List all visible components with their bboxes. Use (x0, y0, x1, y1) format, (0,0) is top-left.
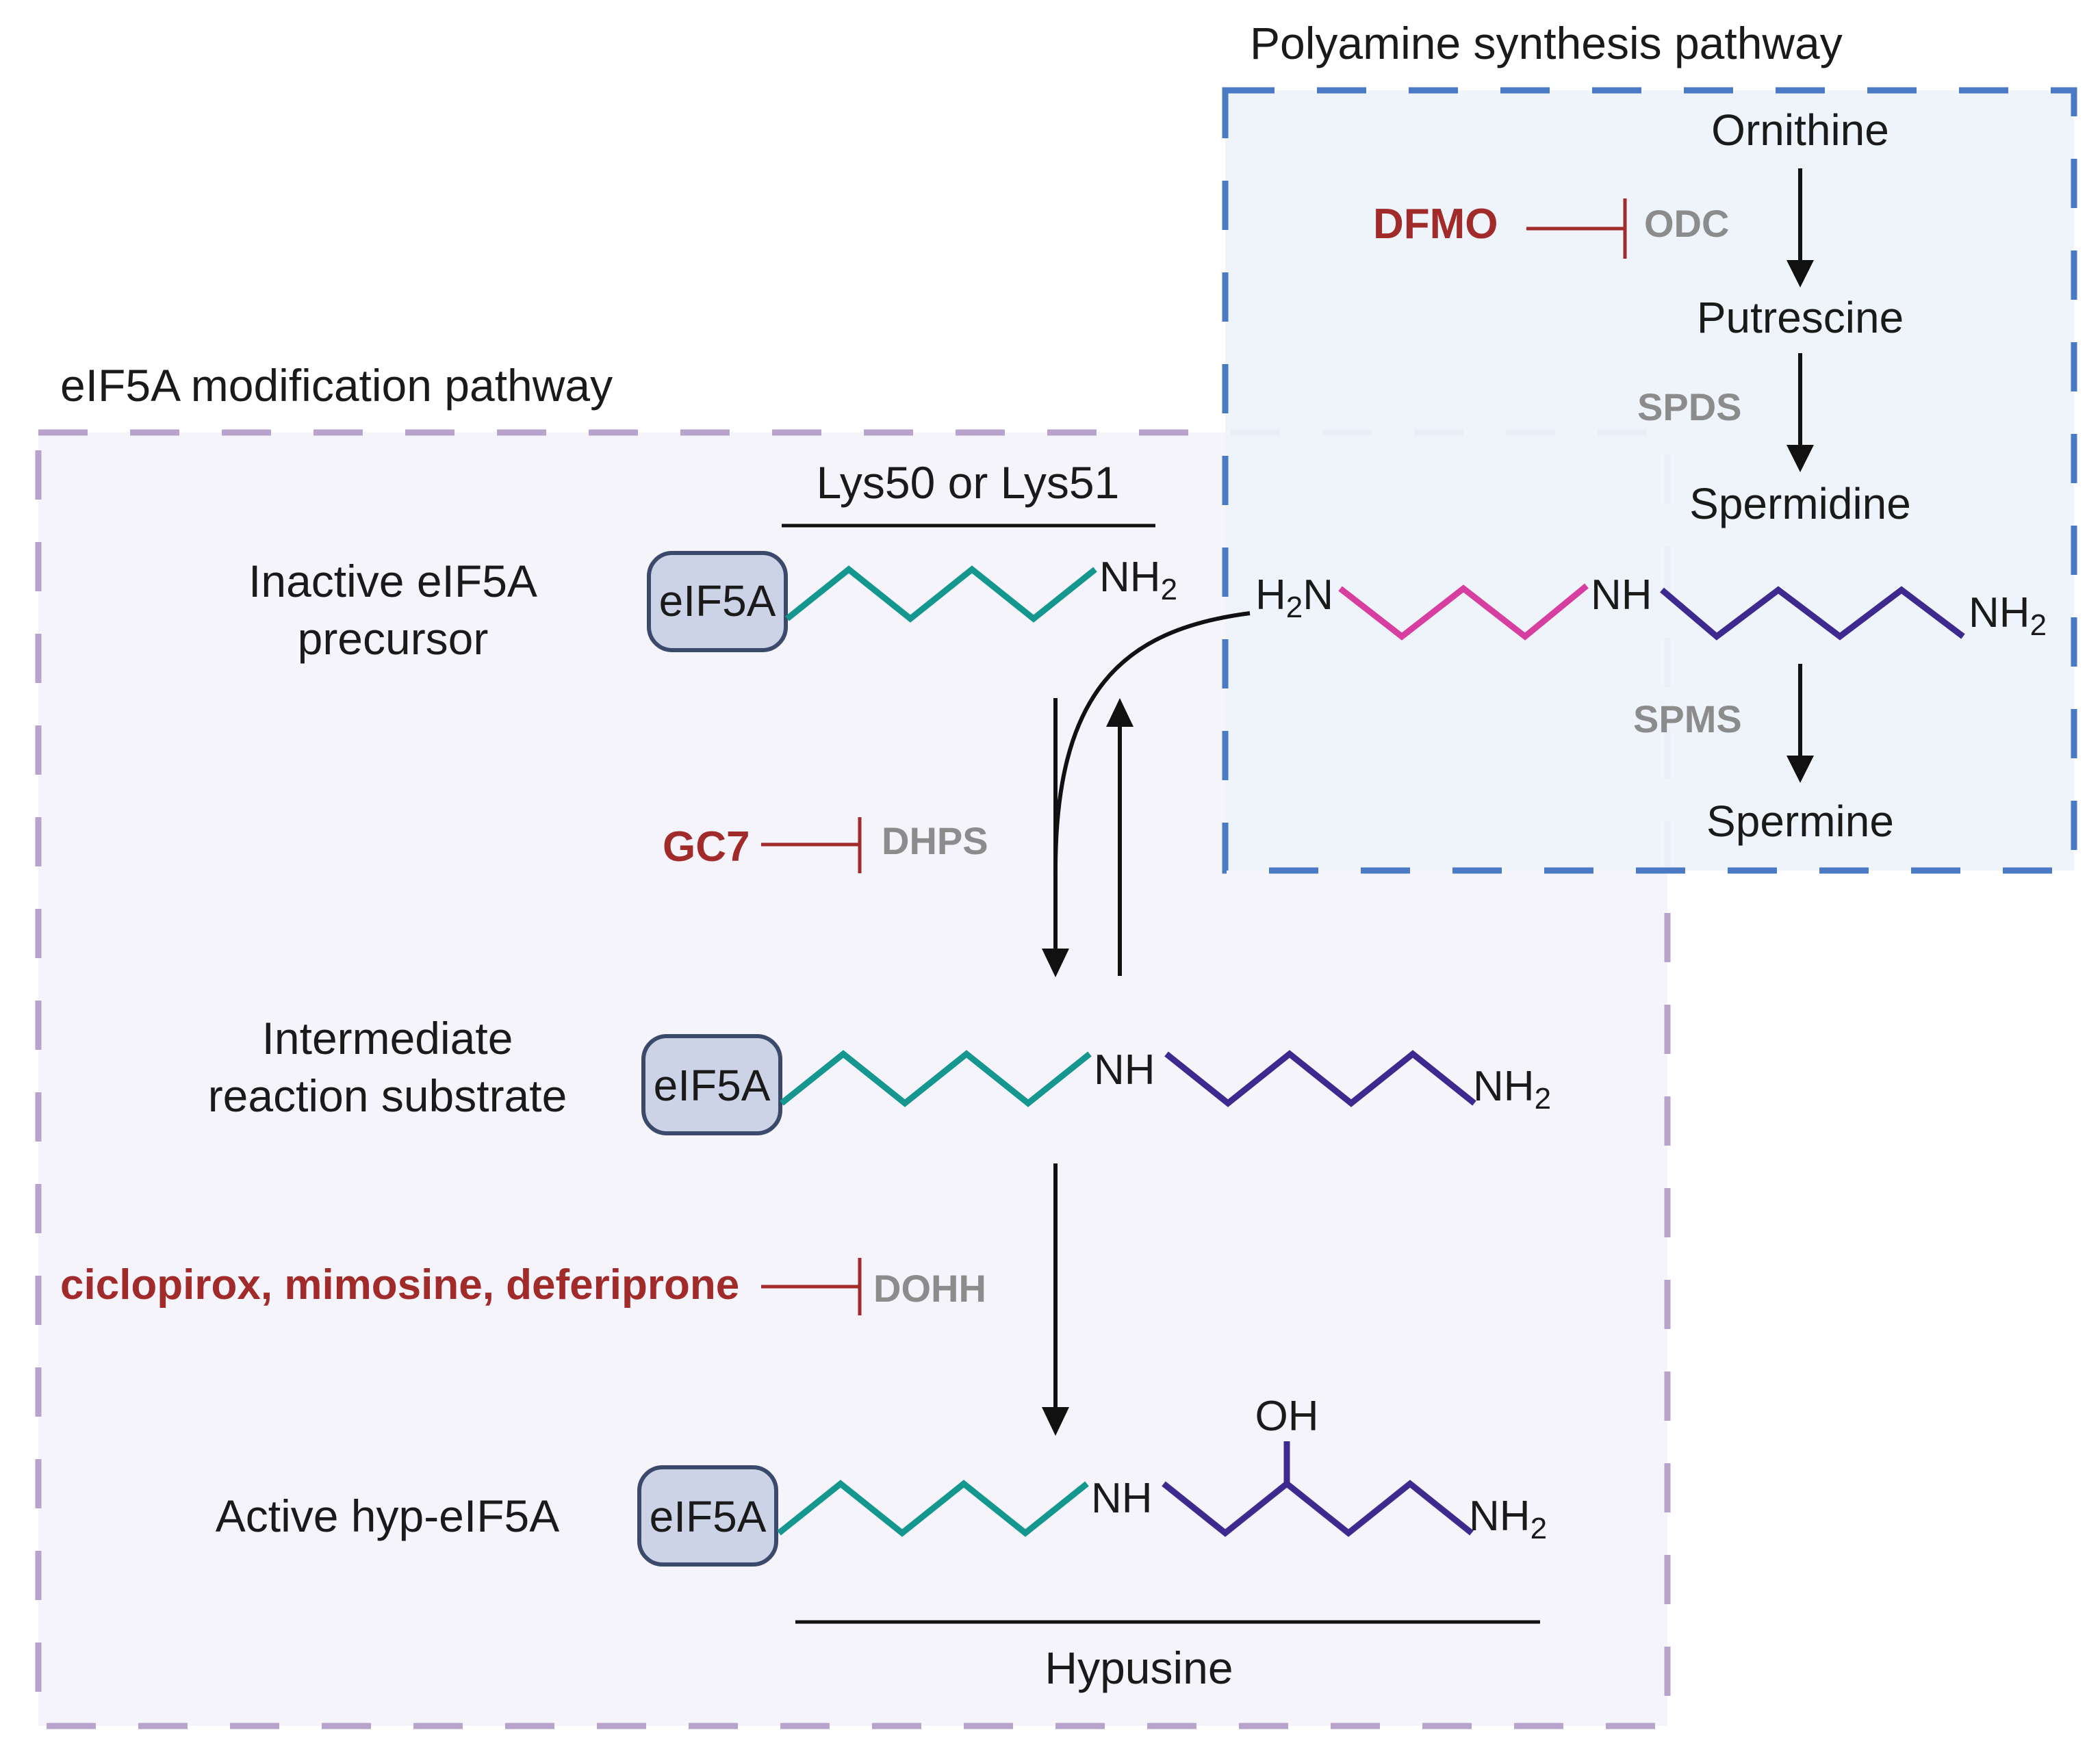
row2-deoxyhypusine-chain (1164, 1050, 1476, 1107)
spms-enzyme-label: SPMS (1633, 697, 1742, 740)
lys-label: Lys50 or Lys51 (817, 457, 1120, 508)
row2-label-line2: reaction substrate (208, 1070, 567, 1121)
ornithine-label: Ornithine (1711, 105, 1889, 155)
dohh-enzyme-label: DOHH (873, 1267, 986, 1310)
row1-lysine-chain (785, 565, 1097, 623)
arrow-up-dhps (1106, 698, 1134, 976)
row1-label-line2: precursor (298, 613, 489, 664)
row3-nh: NH (1091, 1475, 1153, 1522)
row2-eif5a-protein-label: eIF5A (654, 1061, 771, 1110)
row2-nh2: NH2 (1473, 1063, 1551, 1116)
row1-eif5a-protein-label: eIF5A (659, 576, 776, 626)
row2-lysine-chain (780, 1050, 1092, 1107)
row3-nh2: NH2 (1469, 1493, 1547, 1545)
arrow-putrescine-to-spermidine (1787, 353, 1814, 472)
row3-lysine-chain (777, 1480, 1089, 1537)
spermidine-purple-chain (1660, 586, 1965, 641)
polyamine-pathway-box (1222, 87, 2077, 874)
gc7-inhibition-line (761, 817, 862, 873)
polyamine-pathway-title: Polyamine synthesis pathway (1250, 18, 1843, 68)
row2-label-line1: Intermediate (262, 1013, 513, 1064)
row1-nh2: NH2 (1099, 554, 1177, 606)
gc7-inhibitor-label: GC7 (663, 823, 750, 871)
row3-label-line1: Active hyp-eIF5A (216, 1491, 560, 1541)
spermidine-donor-curve (1053, 611, 1251, 877)
row2-nh: NH (1094, 1046, 1155, 1094)
spermidine-nh2: NH2 (1969, 589, 2047, 642)
spermidine-label: Spermidine (1689, 479, 1911, 528)
row3-eif5a-protein (637, 1465, 778, 1567)
row1-label-line1: Inactive eIF5A (248, 556, 537, 606)
spermidine-nh: NH (1591, 571, 1652, 619)
dfmo-inhibition-line (1526, 198, 1627, 259)
row3-oh: OH (1255, 1393, 1319, 1440)
row1-eif5a-protein (647, 551, 788, 652)
dohh-inhibitors-label: ciclopirox, mimosine, deferiprone (60, 1261, 739, 1309)
odc-enzyme-label: ODC (1644, 202, 1729, 245)
dfmo-inhibitor-label: DFMO (1373, 201, 1498, 248)
dohh-inhibition-line (761, 1258, 862, 1315)
spermidine-pink-chain (1338, 583, 1589, 641)
arrow-down-dohh (1042, 1163, 1069, 1436)
dhps-enzyme-label: DHPS (882, 819, 988, 862)
row3-eif5a-protein-label: eIF5A (650, 1492, 767, 1541)
row3-hypusine-chain (1162, 1480, 1474, 1537)
spermidine-h2n: H2N (1255, 571, 1333, 624)
spermine-label: Spermine (1706, 797, 1894, 846)
arrow-spermidine-to-spermine (1787, 664, 1814, 783)
hypusine-label: Hypusine (1045, 1642, 1233, 1693)
arrow-ornithine-to-putrescine (1787, 168, 1814, 287)
row2-eif5a-protein (641, 1034, 782, 1135)
putrescine-label: Putrescine (1697, 293, 1904, 342)
spds-enzyme-label: SPDS (1637, 385, 1742, 428)
eif5a-pathway-title: eIF5A modification pathway (60, 360, 613, 411)
